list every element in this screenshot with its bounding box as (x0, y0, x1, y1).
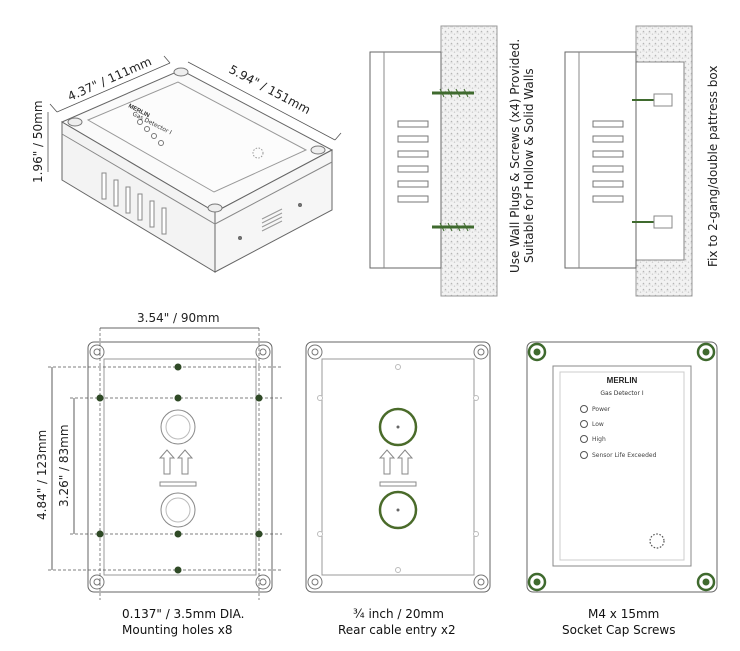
side-enclosure-1 (369, 51, 442, 269)
socket-cap-screw (527, 572, 547, 592)
socket-cap-screw (527, 342, 547, 362)
socket-cap-screw (696, 342, 716, 362)
front-view (526, 341, 718, 593)
mounting-hole (174, 566, 182, 574)
pattress-box (635, 61, 685, 261)
front-model: Gas Detector I (600, 390, 643, 397)
indicator-label: Low (592, 421, 604, 428)
pattress-screw-bottom (632, 215, 673, 229)
rear-outer-height-dim: 4.84" / 123mm (35, 430, 49, 520)
iso-view (60, 67, 334, 273)
indicator-led (580, 451, 588, 459)
mounting-hole (174, 394, 182, 402)
rear-inner-height-dim: 3.26" / 83mm (57, 424, 71, 507)
sensor-grille (649, 533, 665, 549)
side-view-wall (369, 25, 498, 297)
socket-cap-screws (527, 342, 716, 592)
indicator-led (580, 405, 588, 413)
wall-screw-bottom (432, 222, 474, 232)
pattress-note: Fix to 2-gang/double pattress box (706, 66, 720, 268)
mounting-hole (255, 530, 263, 538)
indicator-label: High (592, 436, 606, 443)
mounting-hole (174, 530, 182, 538)
mounting-hole (255, 394, 263, 402)
indicator-label: Sensor Life Exceeded (592, 452, 657, 459)
mounting-hole (96, 530, 104, 538)
front-label-plate (552, 365, 692, 567)
cable-entry (378, 490, 418, 530)
side-enclosure-2 (564, 51, 637, 269)
iso-right-face (214, 149, 333, 273)
mounting-hole (96, 394, 104, 402)
rear-view (87, 341, 273, 593)
hollow-wall-note-line1: Use Wall Plugs & Screws (x4) Provided. (508, 39, 522, 273)
mounting-hole (174, 363, 182, 371)
wall-block-1 (440, 25, 498, 297)
indicator-list: Power Low High Sensor Life Exceeded (580, 405, 657, 459)
pattress-screw-top (632, 93, 673, 107)
rear-caption-line2: Mounting holes x8 (122, 623, 232, 637)
cable-caption-line2: Rear cable entry x2 (338, 623, 456, 637)
indicator-power: Power (580, 405, 611, 413)
cable-outer-body (305, 341, 491, 593)
rear-dimension-arrows (51, 327, 259, 570)
rear-caption-line1: 0.137" / 3.5mm DIA. (122, 607, 244, 621)
cable-entries (378, 407, 418, 530)
cable-view (305, 341, 491, 593)
iso-label-plate (86, 81, 308, 193)
indicator-high: High (580, 435, 606, 443)
indicator-led (580, 420, 588, 428)
indicator-low: Low (580, 420, 604, 428)
indicator-label: Power (592, 406, 611, 413)
rear-outer-body (87, 341, 273, 593)
indicator-sensor-life: Sensor Life Exceeded (580, 451, 657, 459)
wall-screw-top (432, 88, 474, 98)
rear-width-dim: 3.54" / 90mm (137, 311, 220, 325)
front-caption-line2: Socket Cap Screws (562, 623, 675, 637)
side-view-pattress (564, 25, 693, 297)
hollow-wall-note-line2: Suitable for Hollow & Solid Walls (522, 68, 536, 263)
cable-caption-line1: ¾ inch / 20mm (353, 607, 444, 621)
indicator-led (580, 435, 588, 443)
iso-height-dim: 1.96" / 50mm (31, 100, 45, 183)
front-caption-line1: M4 x 15mm (588, 607, 659, 621)
socket-cap-screw (696, 572, 716, 592)
mounting-holes (96, 363, 263, 574)
cable-entry (378, 407, 418, 447)
front-brand: MERLIN (607, 376, 638, 385)
iso-dim-lines (47, 55, 342, 172)
